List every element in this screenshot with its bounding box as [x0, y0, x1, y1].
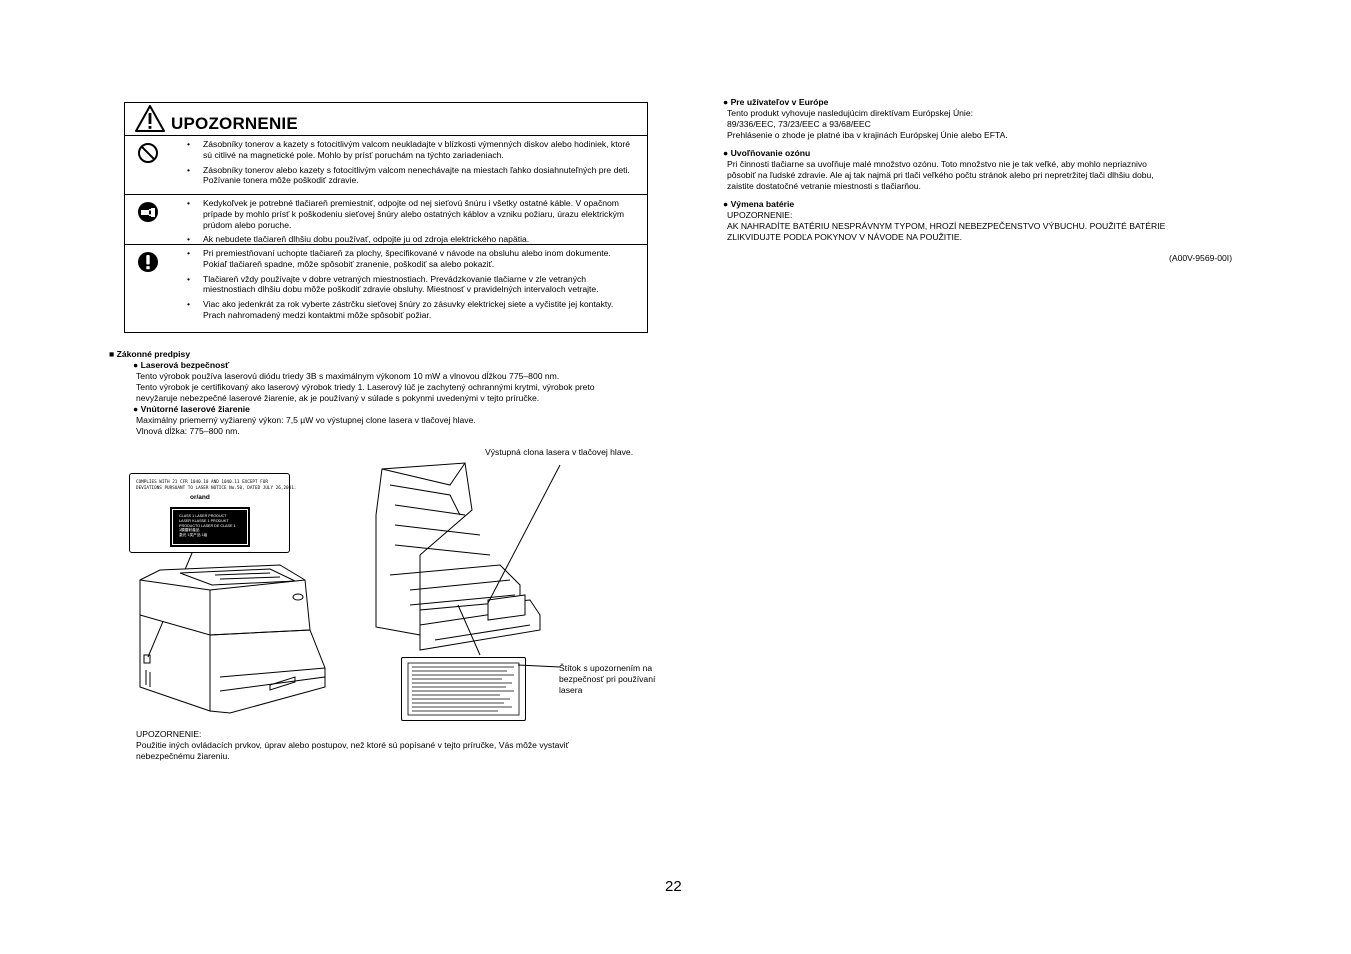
caution-item: Zásobníky tonerov alebo kazety s fotocit… [187, 165, 637, 187]
ozone-heading: ● Uvoľňovanie ozónu [723, 148, 811, 158]
internal-line: Maximálny priemerný vyžiarený výkon: 7,5… [136, 415, 476, 425]
eu-line: 89/336/EEC, 73/23/EEC a 93/68/EEC [727, 119, 871, 129]
class-line: LASER KLASSE 1 PRODUKT [179, 518, 229, 523]
class-line: CLASS 1 LASER PRODUCT [179, 514, 227, 518]
eu-section: ● Pre užívateľov v Európe Tento produkt … [723, 97, 1237, 141]
warning-label-caption: Štítok s upozornením na bezpečnosť pri p… [559, 663, 655, 696]
caution-item: Kedykoľvek je potrebné tlačiareň premies… [187, 198, 637, 230]
laser-safety-heading: ● Laserová bezpečnosť [133, 360, 230, 370]
laser-line: Tento výrobok je certifikovaný ako laser… [136, 382, 595, 392]
battery-line: AK NAHRADÍTE BATÉRIU NESPRÁVNYM TYPOM, H… [727, 221, 1166, 231]
document-code: (A00V-9569-00I) [1169, 253, 1233, 263]
caution-row-magnetic: Zásobníky tonerov a kazety s fotocitlivý… [125, 136, 647, 195]
ozone-line: zaistite dostatočné vetranie miestnosti … [727, 181, 921, 191]
compliance-line: COMPLIES WITH 21 CFR 1040.10 AND 1040.11… [136, 480, 268, 485]
class-1-label: CLASS 1 LASER PRODUCT LASER KLASSE 1 PRO… [170, 507, 250, 547]
caution-title: UPOZORNENIE [171, 114, 298, 133]
or-and-text: or/and [190, 494, 210, 501]
battery-section: ● Výmena batérie UPOZORNENIE: AK NAHRADÍ… [723, 199, 1237, 243]
unplug-icon [138, 202, 158, 222]
compliance-line: DEVIATIONS PURSUANT TO LASER NOTICE No.5… [136, 486, 297, 491]
caution-item: Tlačiareň vždy používajte v dobre vetran… [187, 274, 637, 296]
bottom-caution-title: UPOZORNENIE: [136, 729, 202, 739]
eu-line: Tento produkt vyhovuje nasledujúcim dire… [727, 108, 973, 118]
internal-radiation-heading: ● Vnútorné laserové žiarenie [133, 404, 250, 414]
bottom-caution-line: Použitie iných ovládacích prvkov, úprav … [136, 740, 569, 750]
printer-illustrations [139, 462, 561, 714]
caption-line: bezpečnosť pri používaní [559, 674, 656, 684]
caution-item: Zásobníky tonerov a kazety s fotocitlivý… [187, 139, 637, 161]
prohibition-icon [138, 143, 158, 163]
laser-line: Tento výrobok používa laserovú diódu tri… [136, 371, 560, 381]
aperture-label: Výstupná clona lasera v tlačovej hlave. [485, 447, 634, 457]
caption-line: Štítok s upozornením na [559, 663, 653, 673]
ozone-line: pôsobiť na ľudské zdravie. Ale aj tak na… [727, 170, 1154, 180]
caution-item: Viac ako jedenkrát za rok vyberte zástrč… [187, 299, 637, 321]
caution-row-unplug: Kedykoľvek je potrebné tlačiareň premies… [125, 195, 647, 245]
compliance-label: COMPLIES WITH 21 CFR 1040.10 AND 1040.11… [129, 473, 296, 553]
laser-line: nevyžaruje nebezpečné laserové žiarenie,… [136, 393, 540, 403]
class-line: 1類雷射產品 [179, 528, 200, 533]
page-number: 22 [665, 878, 682, 895]
caution-item: Ak nebudete tlačiareň dlhšiu dobu použív… [187, 234, 637, 245]
caution-row-general: Pri premiestňovaní uchopte tlačiareň za … [125, 245, 647, 333]
laser-warning-label-art [407, 662, 520, 716]
ozone-section: ● Uvoľňovanie ozónu Pri činnosti tlačiar… [723, 148, 1237, 192]
eu-heading: ● Pre užívateľov v Európe [723, 97, 829, 107]
internal-line: Vlnová dĺžka: 775–800 nm. [136, 426, 240, 436]
class-line: 激光 1类产品 1级 [179, 533, 208, 538]
caution-box: UPOZORNENIE Zásobníky tonerov a kazety s… [124, 102, 648, 333]
legal-heading: ■ Zákonné predpisy [109, 349, 191, 359]
battery-line: ZLIKVIDUJTE PODĽA POKYNOV V NÁVODE NA PO… [727, 232, 962, 242]
caution-item: Pri premiestňovaní uchopte tlačiareň za … [187, 248, 637, 270]
exclamation-icon [138, 252, 158, 272]
caption-line: lasera [559, 685, 583, 695]
ozone-line: Pri činnosti tlačiarne sa uvoľňuje malé … [727, 159, 1147, 169]
class-line: PRODUCTO LASER DE CLASE 1 [179, 523, 236, 528]
battery-line: UPOZORNENIE: [727, 210, 793, 220]
caution-header: UPOZORNENIE [125, 103, 647, 136]
battery-heading: ● Výmena batérie [723, 199, 795, 209]
eu-line: Prehlásenie o zhode je platné iba v kraj… [727, 130, 1008, 140]
laser-warning-label [401, 657, 526, 721]
bottom-caution-line: nebezpečnému žiareniu. [136, 751, 230, 761]
warning-triangle-icon [135, 105, 165, 132]
